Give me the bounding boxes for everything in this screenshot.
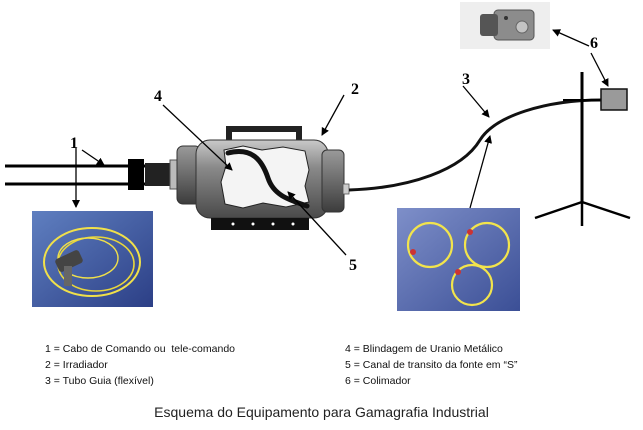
legend-item-6: 6 = Colimador bbox=[345, 375, 411, 387]
collimator-photo bbox=[460, 2, 550, 49]
legend-item-1: 1 = Cabo de Comando ou tele-comando bbox=[45, 343, 235, 355]
command-cable bbox=[5, 159, 180, 190]
command-cable-photo bbox=[32, 211, 153, 307]
guide-tube bbox=[348, 98, 603, 192]
callout-3: 3 bbox=[462, 71, 470, 88]
legend-item-2: 2 = Irradiador bbox=[45, 359, 108, 371]
callout-leaders bbox=[72, 29, 609, 256]
callout-2: 2 bbox=[351, 81, 359, 98]
s-channel bbox=[225, 149, 310, 209]
legend-item-4: 4 = Blindagem de Uranio Metálico bbox=[345, 343, 503, 355]
stand bbox=[534, 72, 631, 226]
legend-item-5: 5 = Canal de transito da fonte em “S” bbox=[345, 359, 518, 371]
guide-tube-photo bbox=[397, 208, 520, 311]
callout-5: 5 bbox=[349, 257, 357, 274]
uranium-shielding bbox=[220, 145, 310, 209]
callout-1: 1 bbox=[70, 135, 78, 152]
figure-caption: Esquema do Equipamento para Gamagrafia I… bbox=[154, 404, 489, 420]
callout-6: 6 bbox=[590, 35, 598, 52]
callout-4: 4 bbox=[154, 88, 162, 105]
legend-item-3: 3 = Tubo Guia (flexível) bbox=[45, 375, 154, 387]
collimator bbox=[600, 88, 628, 111]
